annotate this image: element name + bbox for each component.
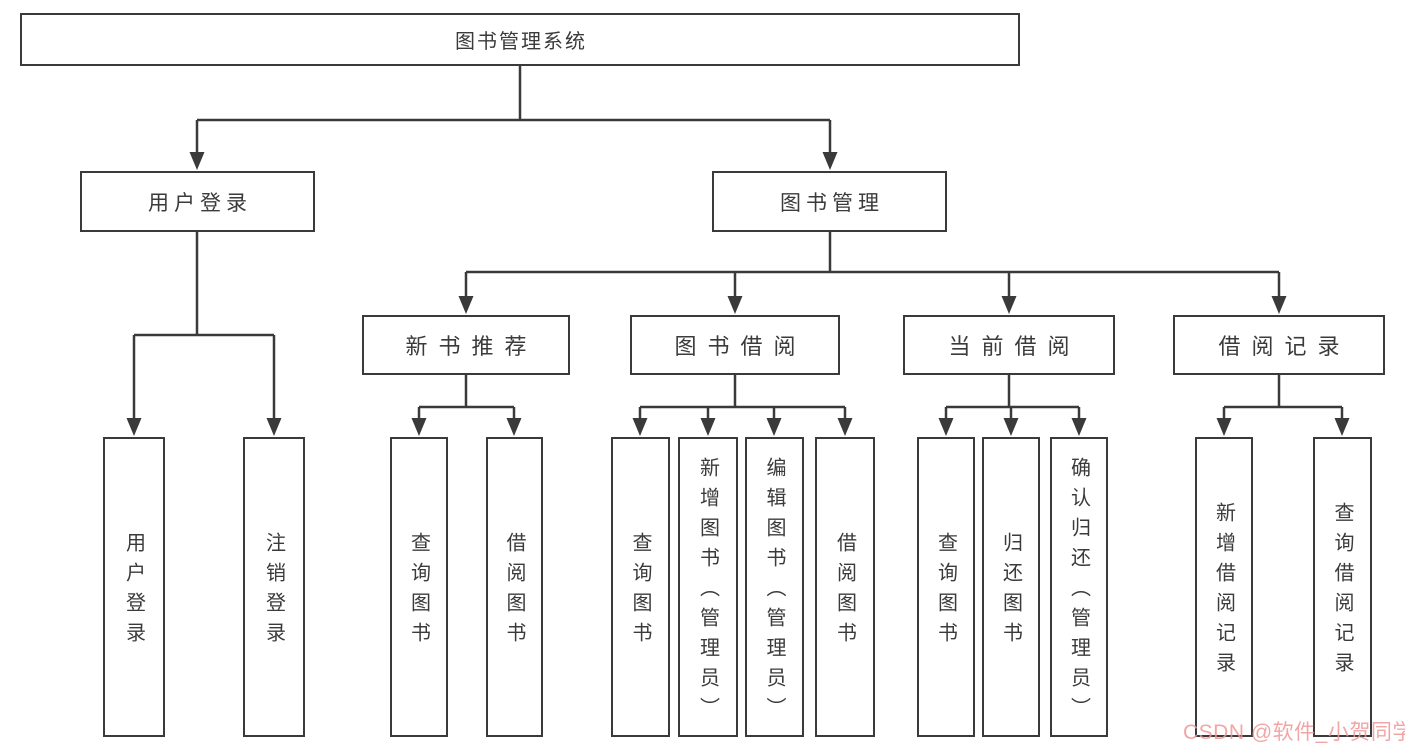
- csdn-watermark: CSDN @软件_小贺同学: [1183, 721, 1405, 744]
- node-current-borrow: 当前借阅: [903, 315, 1115, 375]
- leaf-label: 查询图书: [407, 532, 430, 652]
- leaf-label: 借阅图书: [503, 532, 525, 652]
- leaf-return-books: 归还图书: [982, 437, 1040, 737]
- node-book-management: 图书管理: [712, 171, 947, 232]
- leaf-query-books-current: 查询图书: [917, 437, 975, 737]
- leaf-add-books-admin: 新增图书（管理员）: [678, 437, 738, 737]
- leaf-query-books-borrow: 查询图书: [611, 437, 670, 737]
- leaf-label: 新增借阅记录: [1212, 502, 1235, 682]
- leaf-label: 确认归还（管理员）: [1067, 457, 1090, 727]
- node-new-book-recommend: 新书推荐: [362, 315, 570, 375]
- leaf-user-login: 用户登录: [103, 437, 165, 737]
- leaf-logout: 注销登录: [243, 437, 305, 737]
- leaf-edit-books-admin: 编辑图书（管理员）: [745, 437, 804, 737]
- leaf-label: 编辑图书（管理员）: [763, 457, 785, 727]
- leaf-borrow-books: 借阅图书: [815, 437, 875, 737]
- leaf-query-books-recommend: 查询图书: [390, 437, 448, 737]
- node-book-borrow: 图书借阅: [630, 315, 840, 375]
- leaf-confirm-return-admin: 确认归还（管理员）: [1050, 437, 1108, 737]
- leaf-query-borrow-record: 查询借阅记录: [1313, 437, 1372, 737]
- leaf-label: 用户登录: [122, 532, 145, 652]
- node-root-library-system: 图书管理系统: [20, 13, 1020, 66]
- leaf-label: 查询图书: [934, 532, 957, 652]
- leaf-add-borrow-record: 新增借阅记录: [1195, 437, 1253, 737]
- leaf-label: 查询借阅记录: [1331, 502, 1353, 682]
- leaf-label: 查询图书: [629, 532, 651, 652]
- node-borrow-records: 借阅记录: [1173, 315, 1385, 375]
- leaf-borrow-books-recommend: 借阅图书: [486, 437, 543, 737]
- node-user-login: 用户登录: [80, 171, 315, 232]
- leaf-label: 注销登录: [262, 532, 285, 652]
- leaf-label: 借阅图书: [833, 532, 856, 652]
- leaf-label: 归还图书: [999, 532, 1022, 652]
- leaf-label: 新增图书（管理员）: [696, 457, 719, 727]
